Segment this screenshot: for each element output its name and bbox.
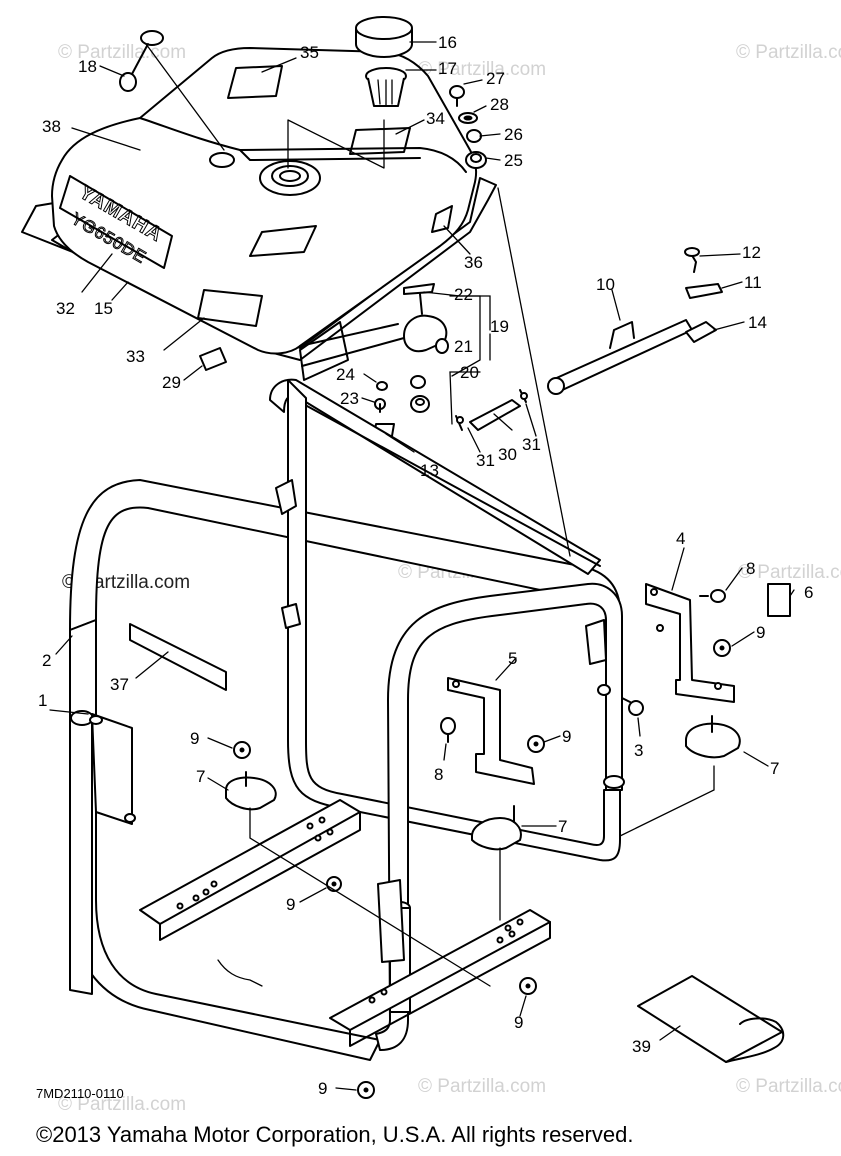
callout-34: 34 (426, 109, 445, 128)
fuel-hose (455, 389, 528, 431)
callout-29: 29 (162, 373, 181, 392)
engine-mounts (225, 715, 741, 851)
callout-9d: 9 (286, 895, 295, 914)
watermark: © Partzilla.com (738, 562, 841, 583)
callout-7c: 7 (558, 817, 567, 836)
callout-9a: 9 (756, 623, 765, 642)
callout-14: 14 (748, 313, 767, 332)
tank-rod (547, 247, 723, 395)
copyright-notice: ©2013 Yamaha Motor Corporation, U.S.A. A… (36, 1122, 634, 1147)
watermark: © Partzilla.com (736, 42, 841, 63)
callout-38: 38 (42, 117, 61, 136)
callout-30: 30 (498, 445, 517, 464)
callout-11: 11 (744, 273, 762, 292)
watermark: © Partzilla.com (58, 1094, 186, 1115)
callout-20: 20 (460, 363, 479, 382)
callout-18: 18 (78, 57, 97, 76)
callout-25: 25 (504, 151, 523, 170)
callout-16: 16 (438, 33, 457, 52)
label-6 (767, 583, 791, 617)
cover-39 (637, 975, 785, 1063)
callout-27: 27 (486, 69, 505, 88)
callout-35: 35 (300, 43, 319, 62)
callout-5: 5 (508, 649, 517, 668)
callout-26: 26 (504, 125, 523, 144)
watermark: © Partzilla.com (418, 1076, 546, 1097)
callout-33: 33 (126, 347, 145, 366)
fuel-gauge-cap (119, 30, 225, 151)
callout-9c: 9 (562, 727, 571, 746)
callout-7b: 7 (770, 759, 779, 778)
fuel-tank: YAMAHA YG650DE (21, 47, 497, 381)
callout-12: 12 (742, 243, 761, 262)
fuel-cock (299, 283, 449, 437)
callouts: 18 38 35 16 17 27 28 26 25 34 36 32 15 3… (38, 33, 813, 1098)
bracket-1 (89, 713, 136, 825)
callout-31b: 31 (522, 435, 541, 454)
watermark: © Partzilla.com (58, 42, 186, 63)
leader-lines (49, 41, 795, 1091)
bracket-5 (447, 677, 535, 785)
callout-17: 17 (438, 59, 457, 78)
watermark: © Partzilla.com (736, 1076, 841, 1097)
callout-13: 13 (420, 461, 439, 480)
callout-23: 23 (340, 389, 359, 408)
diagram-code: 7MD2110-0110 (36, 1086, 124, 1101)
callout-9e: 9 (514, 1013, 523, 1032)
callout-8b: 8 (434, 765, 443, 784)
callout-4: 4 (676, 529, 685, 548)
callout-39: 39 (632, 1037, 651, 1056)
callout-19: 19 (490, 317, 509, 336)
callout-6: 6 (804, 583, 813, 602)
watermark: © Partzilla.com (418, 59, 546, 80)
callout-36: 36 (464, 253, 483, 272)
callout-15: 15 (94, 299, 113, 318)
callout-9f: 9 (318, 1079, 327, 1098)
callout-10: 10 (596, 275, 615, 294)
callout-22: 22 (454, 285, 473, 304)
tank-bushings (449, 85, 487, 169)
callout-9b: 9 (190, 729, 199, 748)
frame (69, 378, 625, 1061)
fasteners (233, 589, 731, 1099)
callout-8a: 8 (746, 559, 755, 578)
callout-1: 1 (38, 691, 47, 710)
bracket-4 (645, 583, 735, 703)
callout-24: 24 (336, 365, 355, 384)
fuel-cap (355, 16, 413, 58)
rubber-cap (199, 347, 227, 371)
callout-2: 2 (42, 651, 51, 670)
callout-37: 37 (110, 675, 129, 694)
callout-7a: 7 (196, 767, 205, 786)
callout-28: 28 (490, 95, 509, 114)
callout-31a: 31 (476, 451, 495, 470)
callout-21: 21 (454, 337, 473, 356)
callout-32: 32 (56, 299, 75, 318)
fuel-strainer (287, 67, 407, 169)
callout-3: 3 (634, 741, 643, 760)
